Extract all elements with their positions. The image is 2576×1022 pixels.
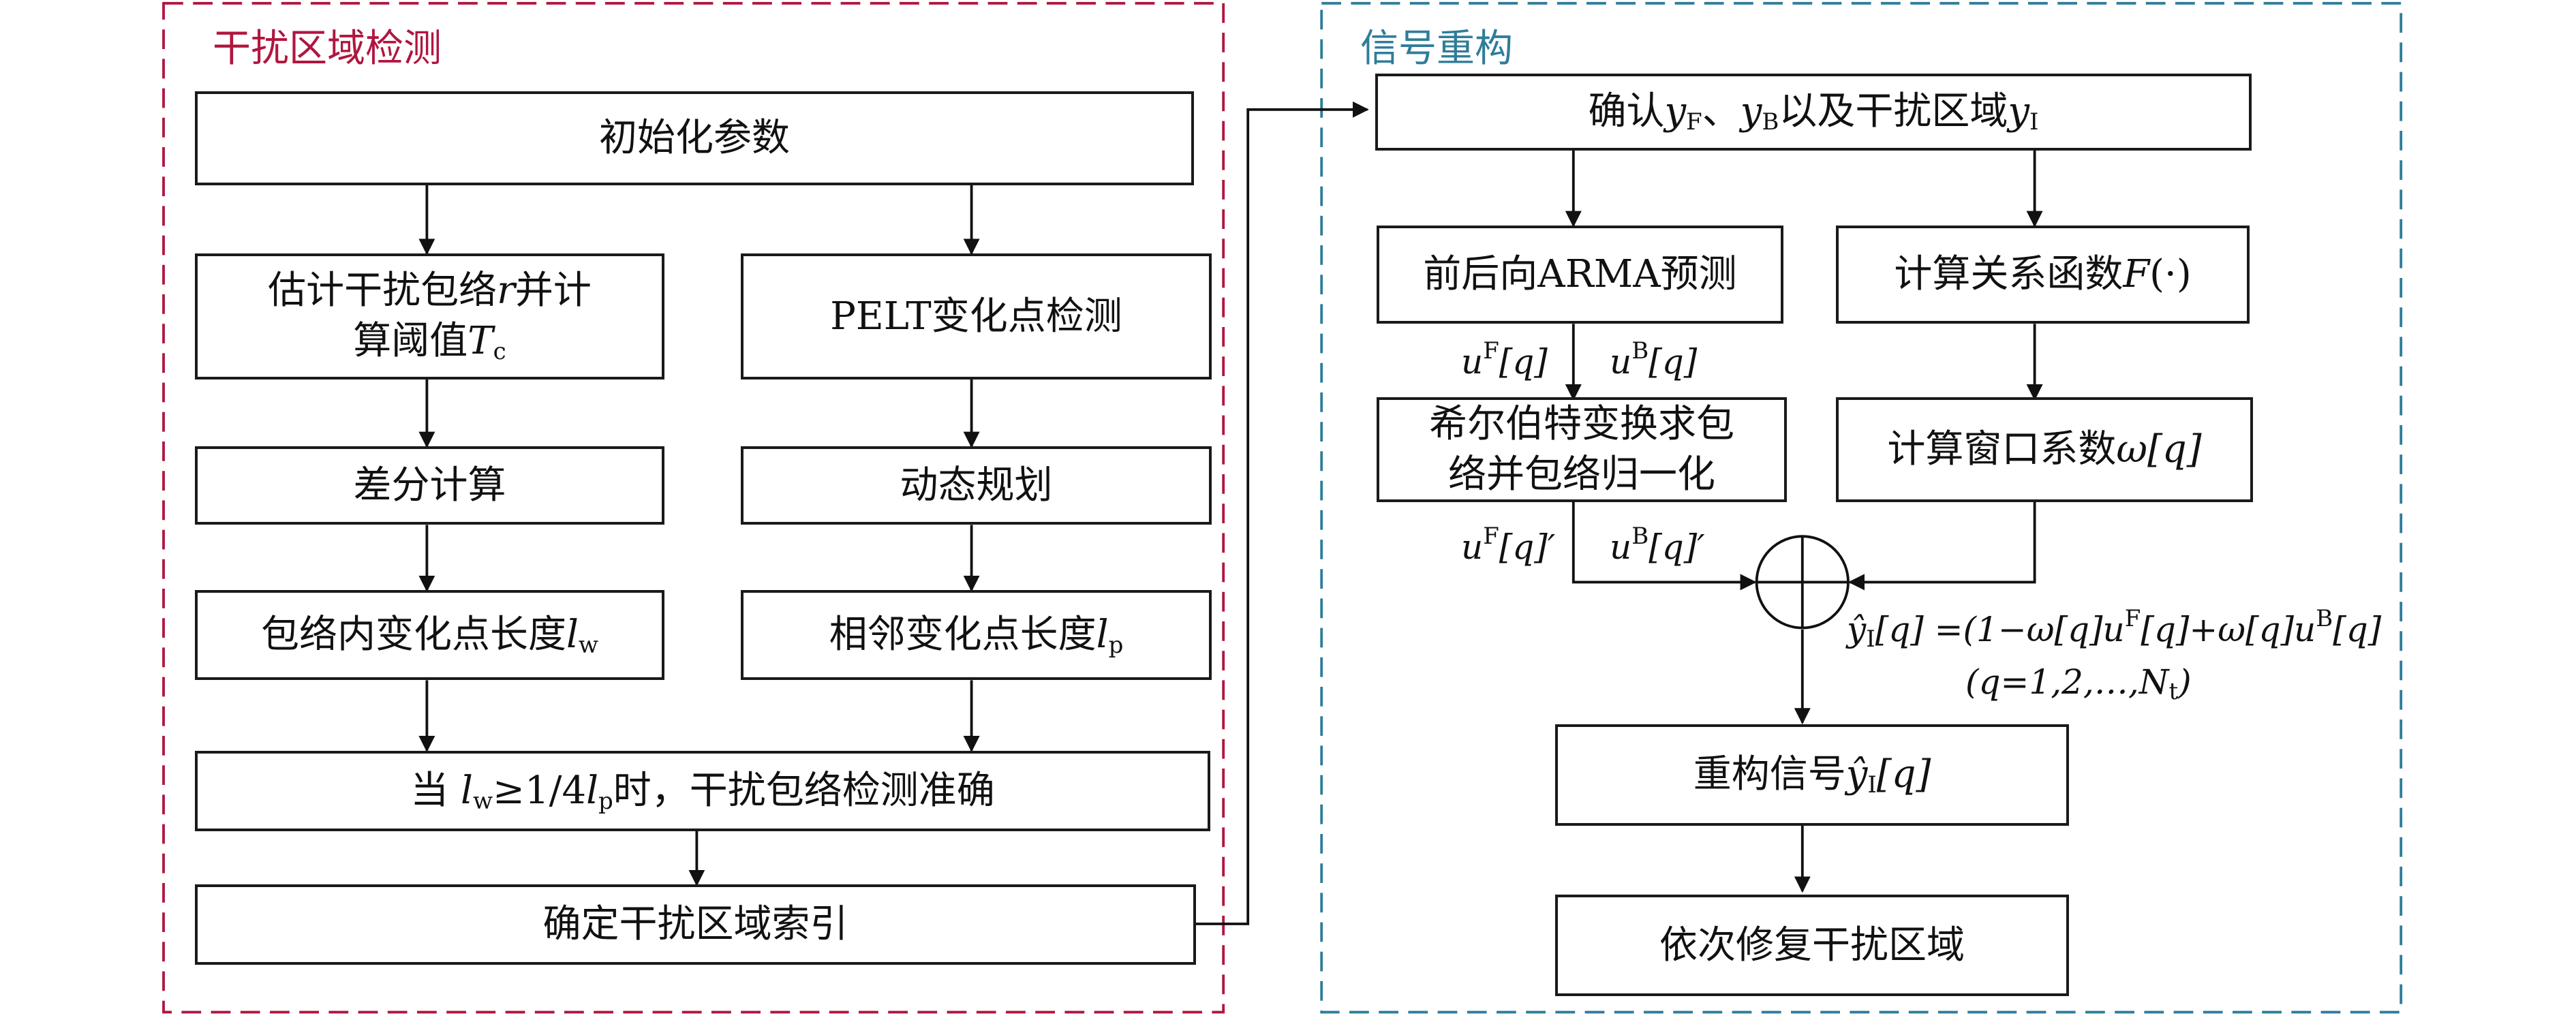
estimate-envelope-node: 估计干扰包络r并计 算阈值Tc xyxy=(195,253,664,380)
arrow-hilbert-to-sum xyxy=(1571,500,1757,591)
arma-forecast-node: 前后向ARMA预测 xyxy=(1377,226,1783,324)
reconstruction-panel-frame xyxy=(1320,1,2403,1014)
accuracy-condition-node: 当 lw≥1/4lp时，干扰包络检测准确 xyxy=(195,751,1210,831)
hilbert-transform-node: 希尔伯特变换求包络并包络归一化 xyxy=(1377,397,1787,502)
uF-prime-label: uF[q]′ xyxy=(1461,523,1556,567)
diff-calc-node: 差分计算 xyxy=(195,446,664,525)
repair-regions-node: 依次修复干扰区域 xyxy=(1555,895,2069,996)
reconstruction-formula: ŷI[q] =(1−ω[q]uF[q]+ω[q]uB[q] xyxy=(1847,605,2382,653)
lp-length-node: 相邻变化点长度lp xyxy=(741,590,1212,680)
rebuild-signal-node: 重构信号ŷI[q] xyxy=(1555,724,2069,826)
lw-length-node: 包络内变化点长度lw xyxy=(195,590,664,680)
detection-panel-title: 干扰区域检测 xyxy=(213,27,442,71)
uB-prime-label: uB[q]′ xyxy=(1610,523,1705,567)
init-params-node: 初始化参数 xyxy=(195,91,1194,185)
formula-range: (q=1,2,…,Nt) xyxy=(1965,662,2192,705)
detection-panel-frame xyxy=(162,1,1225,1014)
window-coefficient-node: 计算窗口系数ω[q] xyxy=(1836,397,2253,502)
reconstruction-panel-title: 信号重构 xyxy=(1360,27,1513,71)
arrow-window-to-sum xyxy=(1848,500,2036,591)
confirm-regions-node: 确认yF、yB以及干扰区域yI xyxy=(1375,74,2252,151)
determine-index-node: 确定干扰区域索引 xyxy=(195,884,1196,965)
pelt-node: PELT变化点检测 xyxy=(741,253,1212,380)
arrow-index-to-confirm xyxy=(1195,101,1369,925)
uF-label: uF[q] xyxy=(1461,337,1548,382)
uB-label: uB[q] xyxy=(1610,337,1698,382)
relation-function-node: 计算关系函数F(·) xyxy=(1836,226,2250,324)
dynamic-programming-node: 动态规划 xyxy=(741,446,1212,525)
